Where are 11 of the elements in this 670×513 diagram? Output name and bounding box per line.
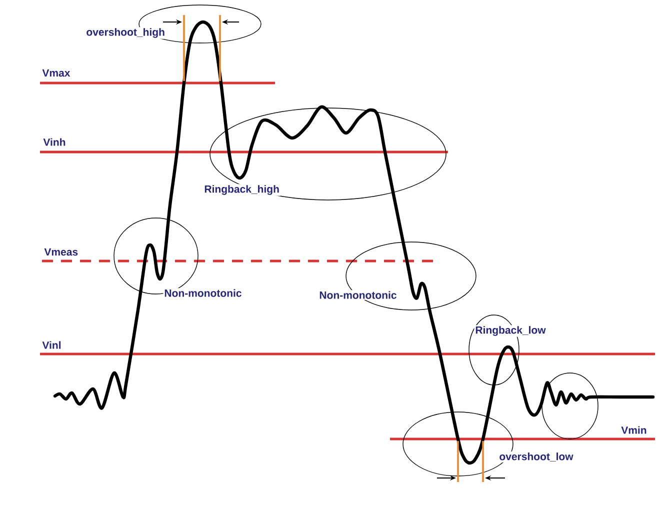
level-label: Vmax (41, 68, 72, 78)
level-label: Vmin (620, 425, 648, 435)
annotation-label: overshoot_high (85, 27, 166, 39)
annotation-label: Ringback_high (203, 184, 280, 196)
annotation-label: Ringback_low (474, 325, 547, 337)
annotation-label: overshoot_low (498, 452, 574, 462)
level-label: Vinh (42, 137, 67, 147)
level-label: Vinl (41, 340, 62, 350)
level-label: Vmeas (43, 247, 80, 257)
annotation-label: Non-monotonic (318, 290, 398, 300)
annotation-label: Non-monotonic (163, 288, 243, 298)
